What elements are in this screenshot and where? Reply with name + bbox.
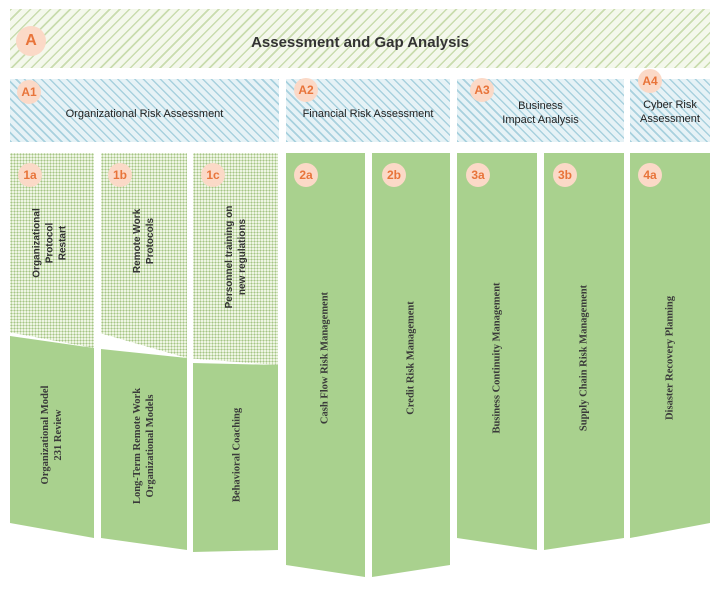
item-1b-upper-line1: Remote Work — [132, 208, 143, 274]
item-badge-2a: 2a — [294, 163, 318, 187]
item-2b-label: Credit Risk Management — [405, 301, 417, 415]
category-label-a4-line2: Assessment — [640, 113, 700, 125]
category-label-a2: Financial Risk Assessment — [302, 108, 434, 120]
item-3b-label: Supply Chain Risk Management — [578, 284, 590, 432]
item-badge-1c: 1c — [201, 163, 225, 187]
item-1c-lower-label: Behavioral Coaching — [231, 408, 244, 502]
item-1c-upper-label: Personnel training on new regulations — [223, 206, 249, 309]
item-4a-label: Disaster Recovery Planning — [664, 295, 676, 421]
panel-1b-upper — [101, 153, 187, 358]
category-label-a3: Business Impact Analysis — [457, 99, 624, 127]
item-1c-upper-line1: Personnel training on — [224, 205, 235, 309]
banner-title: Assessment and Gap Analysis — [251, 34, 469, 51]
item-1a-lower-label: Organizational Model 231 Review — [39, 386, 65, 485]
item-1c-upper-line2: new regulations — [237, 218, 248, 296]
panel-1c-lower — [193, 363, 278, 552]
panel-1b-lower — [101, 349, 187, 550]
panel-2a — [286, 153, 365, 577]
item-badge-3a: 3a — [466, 163, 490, 187]
item-1a-upper-line1: Organizational — [31, 208, 43, 278]
item-badge-1b: 1b — [108, 163, 132, 187]
category-label-a4-line1: Cyber Risk — [643, 99, 697, 111]
item-1b-lower-line2: Organizational Models — [145, 394, 156, 498]
category-badge-a1: A1 — [17, 80, 41, 104]
panel-1c-upper — [193, 153, 278, 365]
item-1b-lower-label: Long-Term Remote Work Organizational Mod… — [131, 388, 157, 504]
category-label-a3-line2: Impact Analysis — [502, 114, 579, 126]
category-badge-a3: A3 — [470, 78, 494, 102]
category-badge-a4: A4 — [638, 69, 662, 93]
item-1a-upper-label: Organizational Protocol Restart — [31, 208, 70, 277]
item-1b-upper-label: Remote Work Protocols — [131, 209, 157, 273]
category-label-a3-line1: Business — [518, 100, 563, 112]
category-label-a4: Cyber Risk Assessment — [630, 98, 710, 126]
panel-3a — [457, 153, 537, 550]
assessment-banner — [10, 9, 710, 68]
item-1b-lower-line1: Long-Term Remote Work — [132, 387, 143, 505]
item-badge-2b: 2b — [382, 163, 406, 187]
item-1a-upper-line3: Restart — [57, 225, 69, 261]
item-1b-upper-line2: Protocols — [145, 217, 156, 265]
category-header-a1 — [10, 79, 279, 142]
panel-1a-lower — [10, 336, 94, 538]
banner-badge: A — [16, 26, 46, 56]
item-1a-lower-line2: 231 Review — [53, 409, 64, 461]
item-badge-4a: 4a — [638, 163, 662, 187]
panel-4a — [630, 153, 710, 538]
category-label-a1: Organizational Risk Assessment — [65, 108, 224, 120]
item-3a-label: Business Continuity Management — [491, 282, 503, 434]
item-2a-label: Cash Flow Risk Management — [319, 291, 331, 425]
item-badge-3b: 3b — [553, 163, 577, 187]
category-header-a4 — [630, 79, 710, 142]
panel-2b — [372, 153, 450, 577]
panel-3b — [544, 153, 624, 550]
category-badge-a2: A2 — [294, 78, 318, 102]
item-1a-upper-line2: Protocol — [44, 222, 56, 264]
item-badge-1a: 1a — [18, 163, 42, 187]
item-1c-lower-line1: Behavioral Coaching — [231, 407, 243, 503]
item-1a-lower-line1: Organizational Model — [40, 385, 51, 485]
